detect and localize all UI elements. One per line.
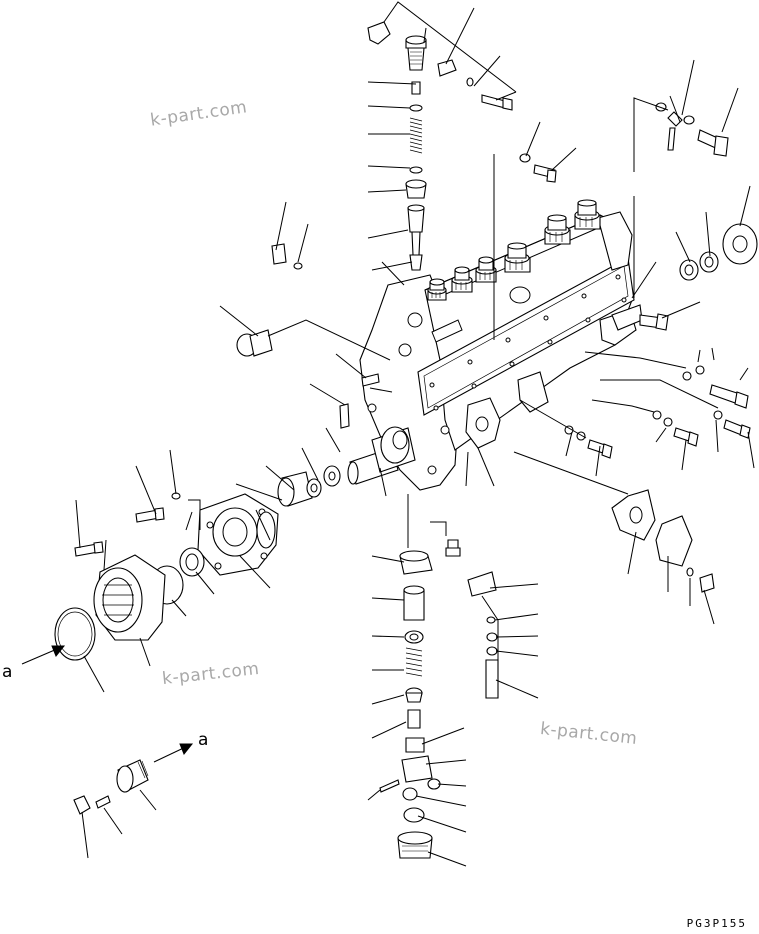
view-arrow-a-left [21, 645, 66, 665]
view-label-a-left: a [2, 662, 13, 682]
bottom-column-parts [379, 539, 499, 859]
view-label-a-right: a [198, 730, 209, 750]
left-side-parts [54, 329, 380, 815]
callout-leader-lines [75, 1, 755, 867]
top-column-parts [367, 21, 513, 271]
drawing-code: PG3P155 [686, 917, 747, 930]
top-right-hardware [271, 102, 758, 331]
right-side-parts [564, 365, 751, 593]
view-arrow-a-right [153, 743, 194, 763]
delivery-valve-holders [427, 199, 601, 301]
camshaft-end [347, 426, 416, 485]
